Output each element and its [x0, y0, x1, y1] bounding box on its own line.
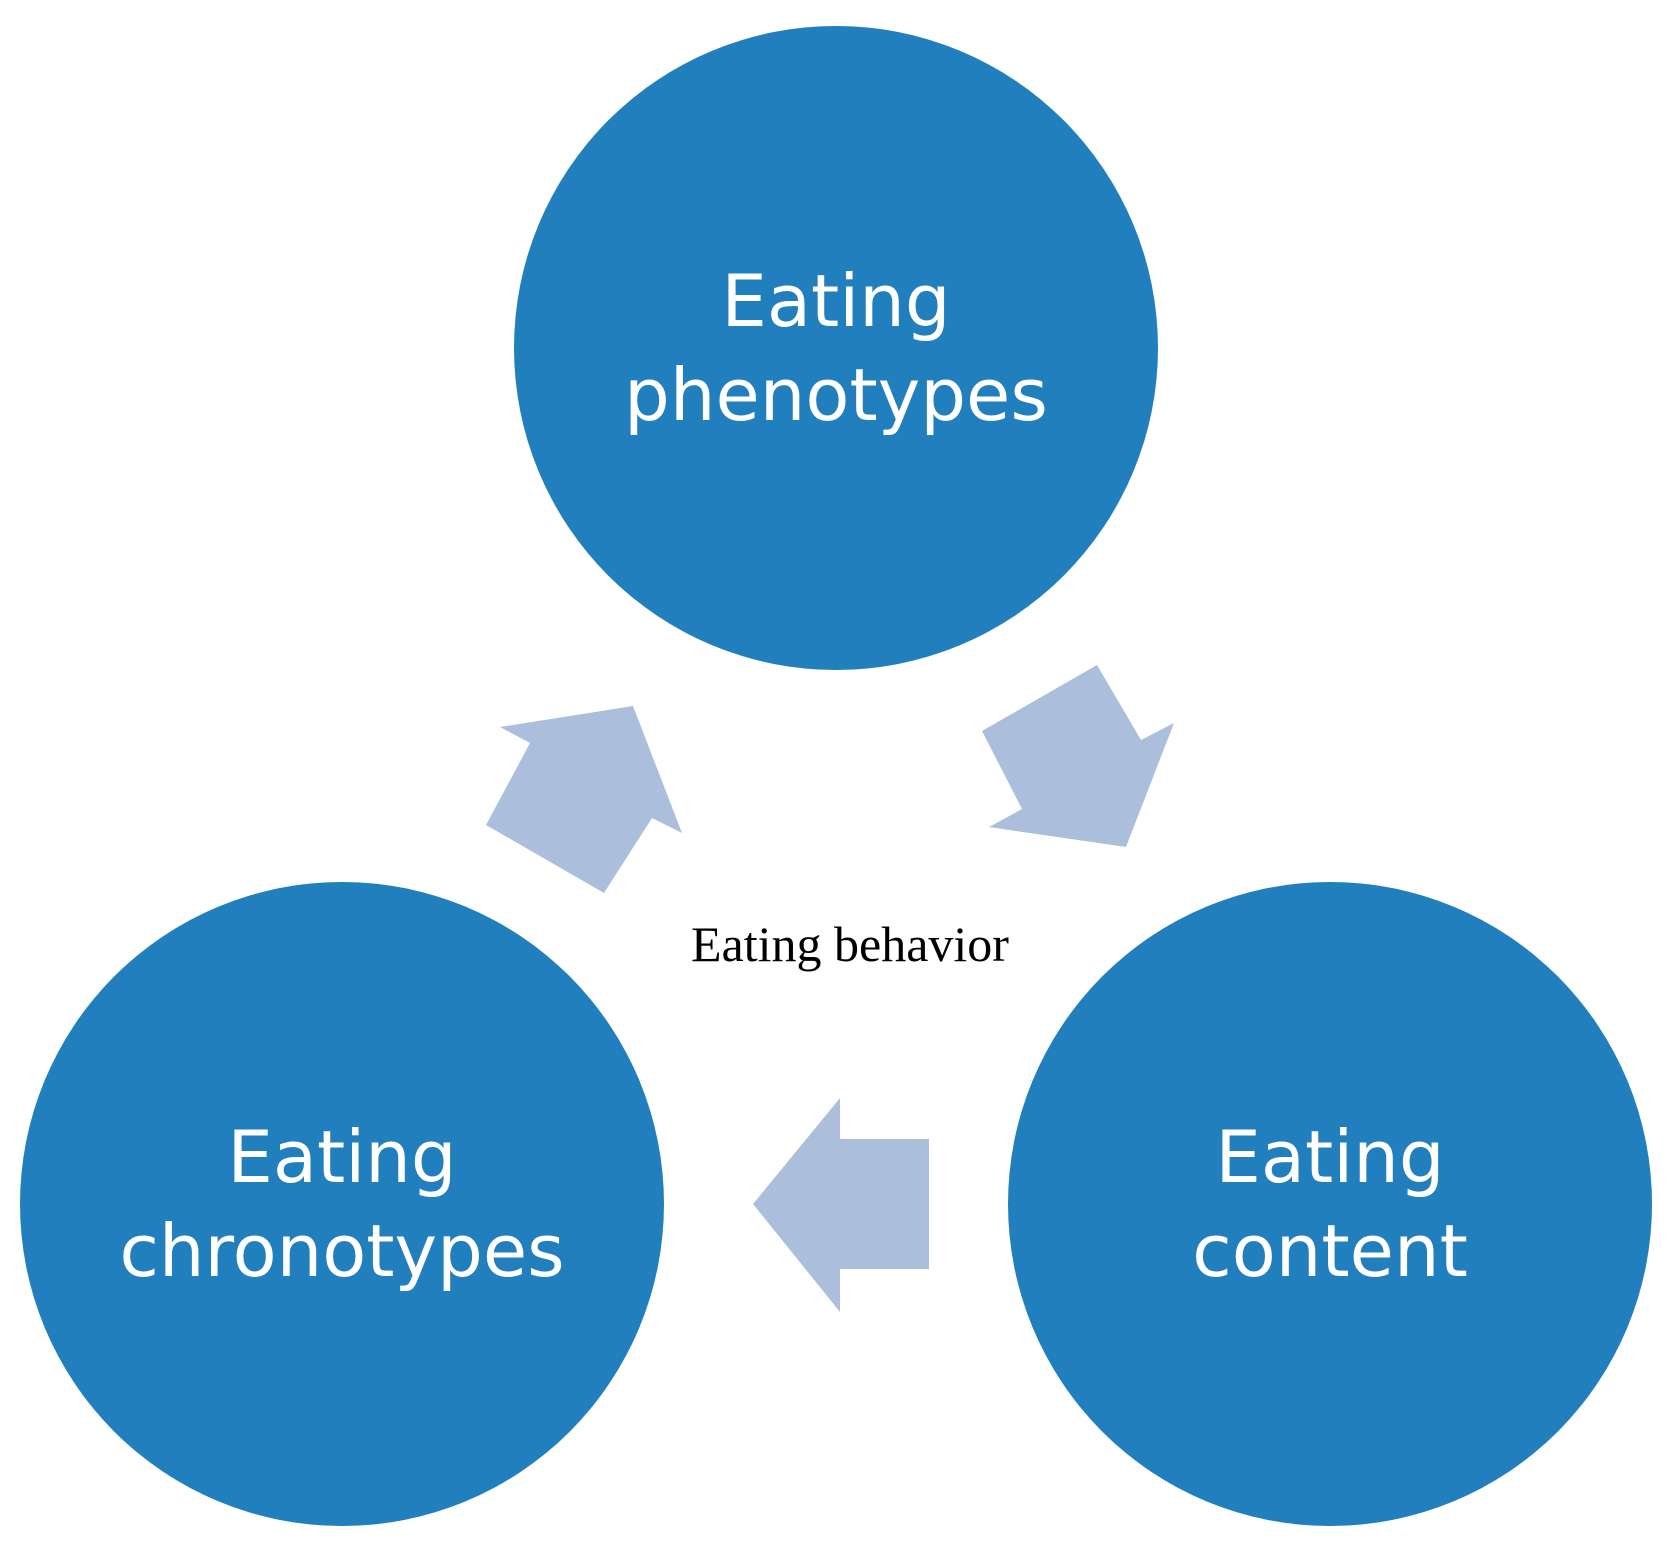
- node-eating-phenotypes: Eating phenotypes: [514, 26, 1158, 670]
- arrow-left-to-top: [486, 706, 682, 893]
- node-label: Eating phenotypes: [624, 259, 1048, 437]
- node-eating-content: Eating content: [1008, 882, 1652, 1526]
- node-label: Eating chronotypes: [119, 1115, 565, 1293]
- node-eating-chronotypes: Eating chronotypes: [20, 882, 664, 1526]
- arrow-right-to-left: [753, 1098, 929, 1312]
- center-label: Eating behavior: [691, 916, 1009, 972]
- node-label: Eating content: [1192, 1115, 1468, 1293]
- arrow-top-to-right: [982, 665, 1174, 847]
